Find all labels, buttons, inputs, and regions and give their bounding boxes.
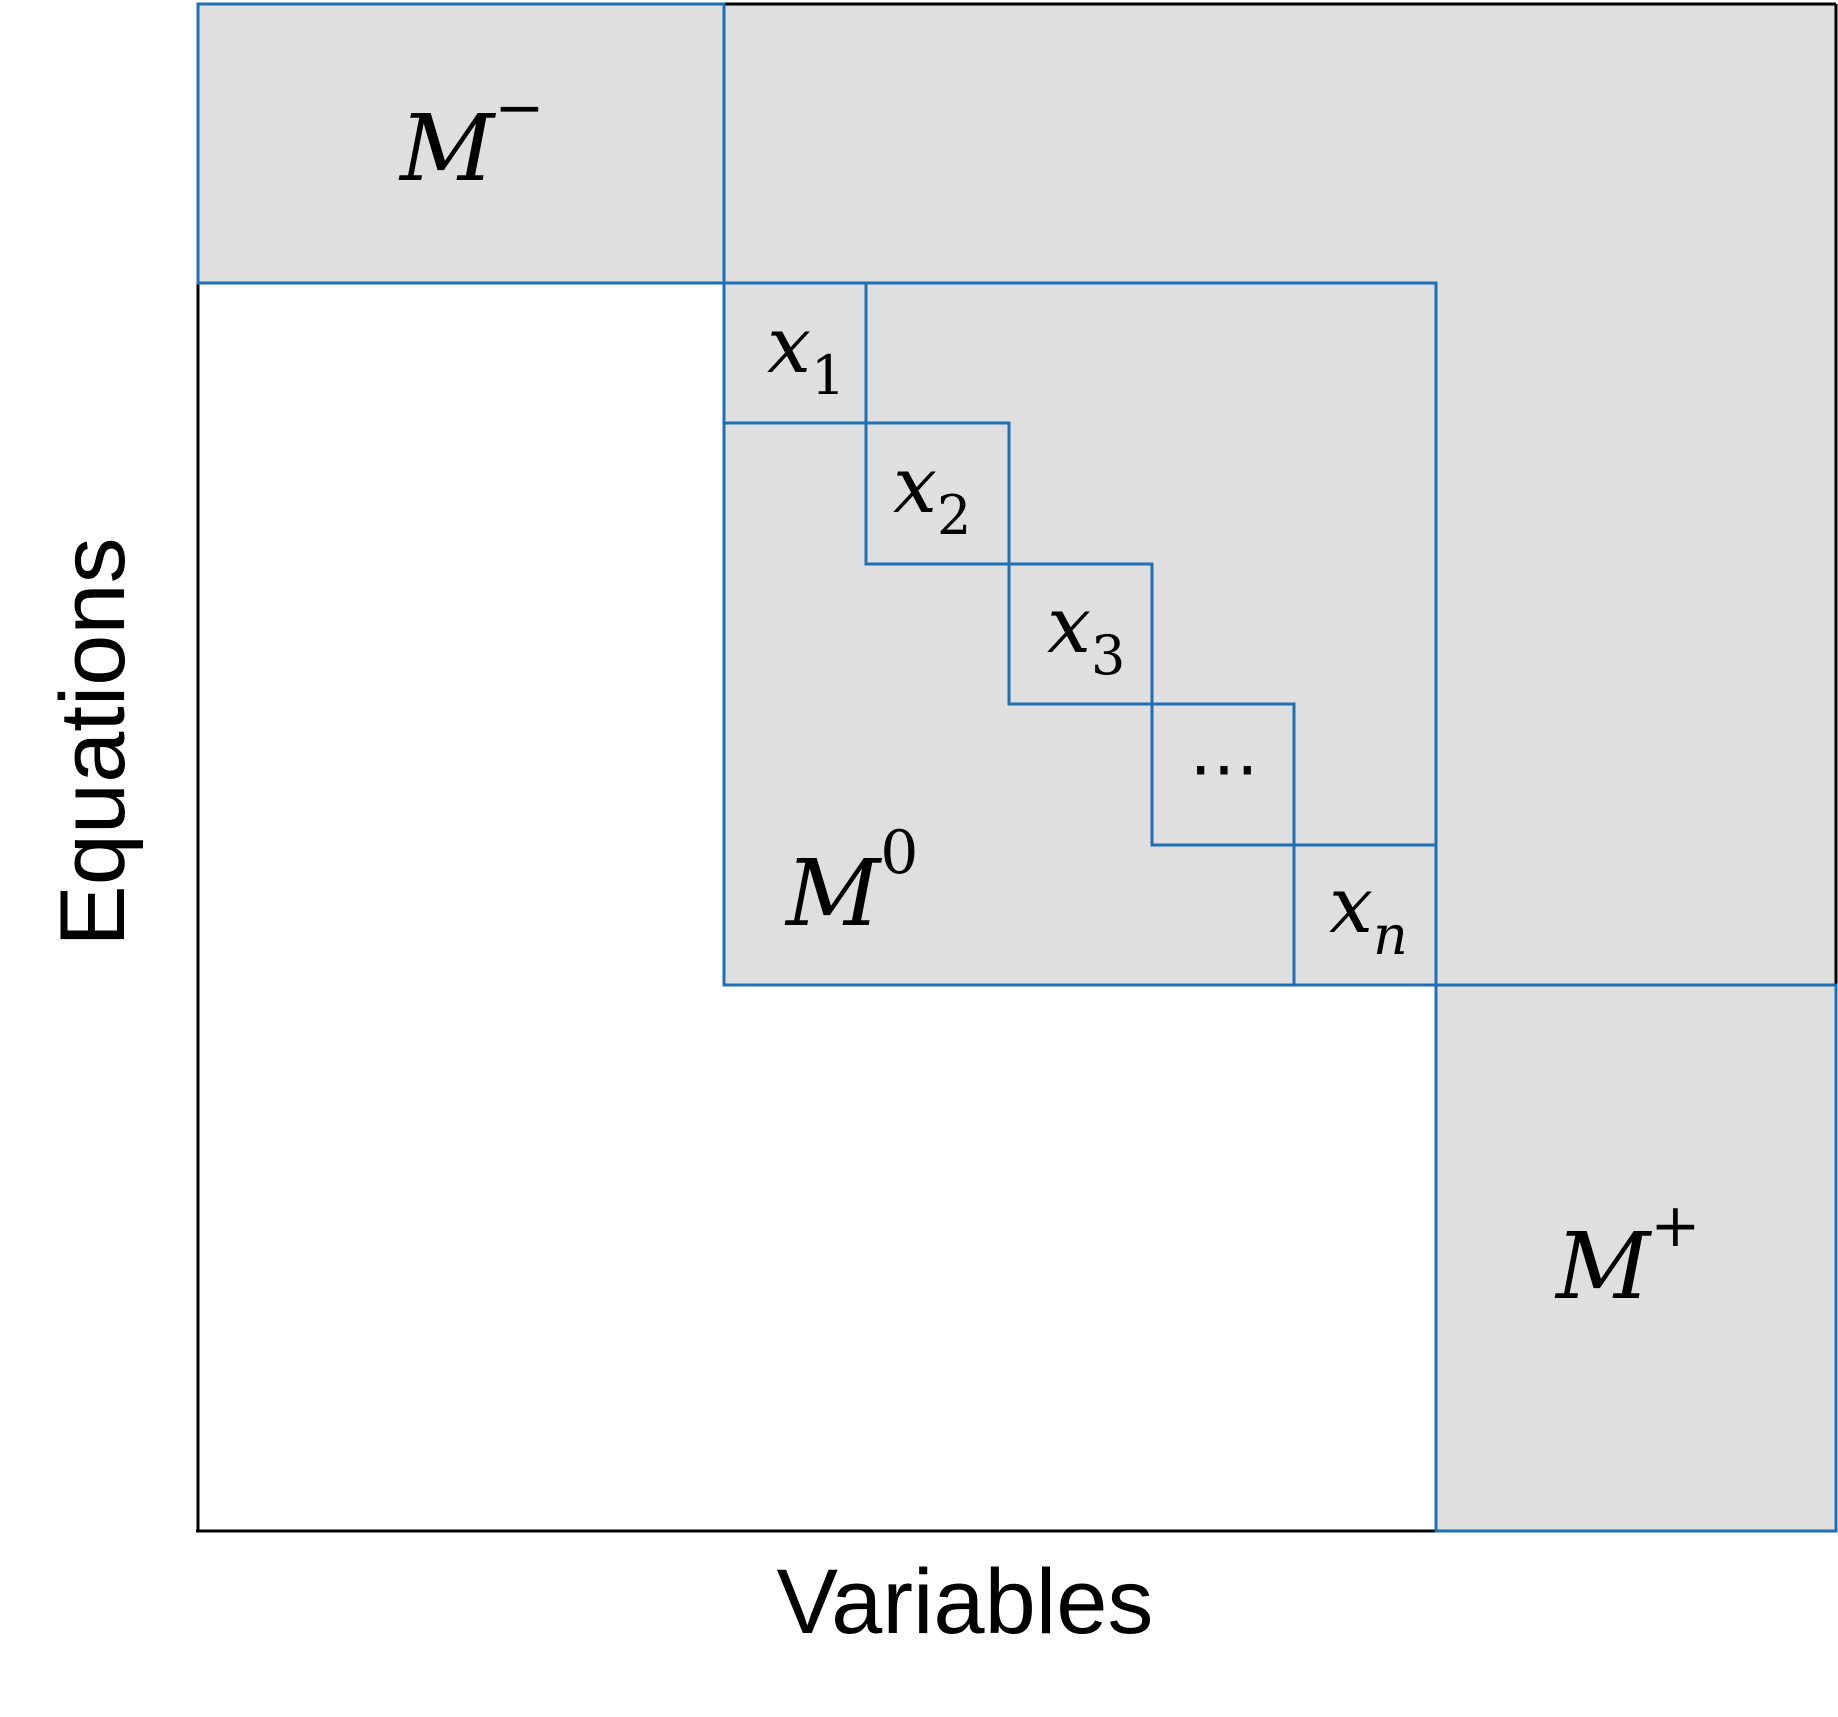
ellipsis-label: ⋯	[1189, 727, 1259, 809]
m-plus-block	[1434, 983, 1838, 1533]
x3-label: x3	[1047, 581, 1125, 687]
m-zero-label: M0	[784, 818, 918, 947]
diag-cell-2	[864, 421, 1011, 566]
diag-cell-1	[722, 281, 868, 425]
x2-label: x2	[893, 441, 971, 547]
m-zero-block	[722, 281, 1438, 987]
upper-right-fill-right	[1436, 4, 1836, 1531]
xn-label: xn	[1329, 861, 1408, 967]
m-plus-label: M+	[1554, 1191, 1700, 1320]
y-axis-label: Equations	[42, 537, 144, 946]
diag-cell-3	[1007, 562, 1154, 706]
m-minus-label: M−	[398, 73, 544, 202]
diag-cell-ellipsis	[1150, 702, 1296, 847]
x1-label: x1	[767, 301, 845, 407]
m-zero-fill	[724, 283, 1436, 985]
diag-cell-n	[1292, 843, 1438, 987]
m-minus-block	[196, 2, 726, 285]
x-axis-label: Variables	[777, 1551, 1154, 1653]
